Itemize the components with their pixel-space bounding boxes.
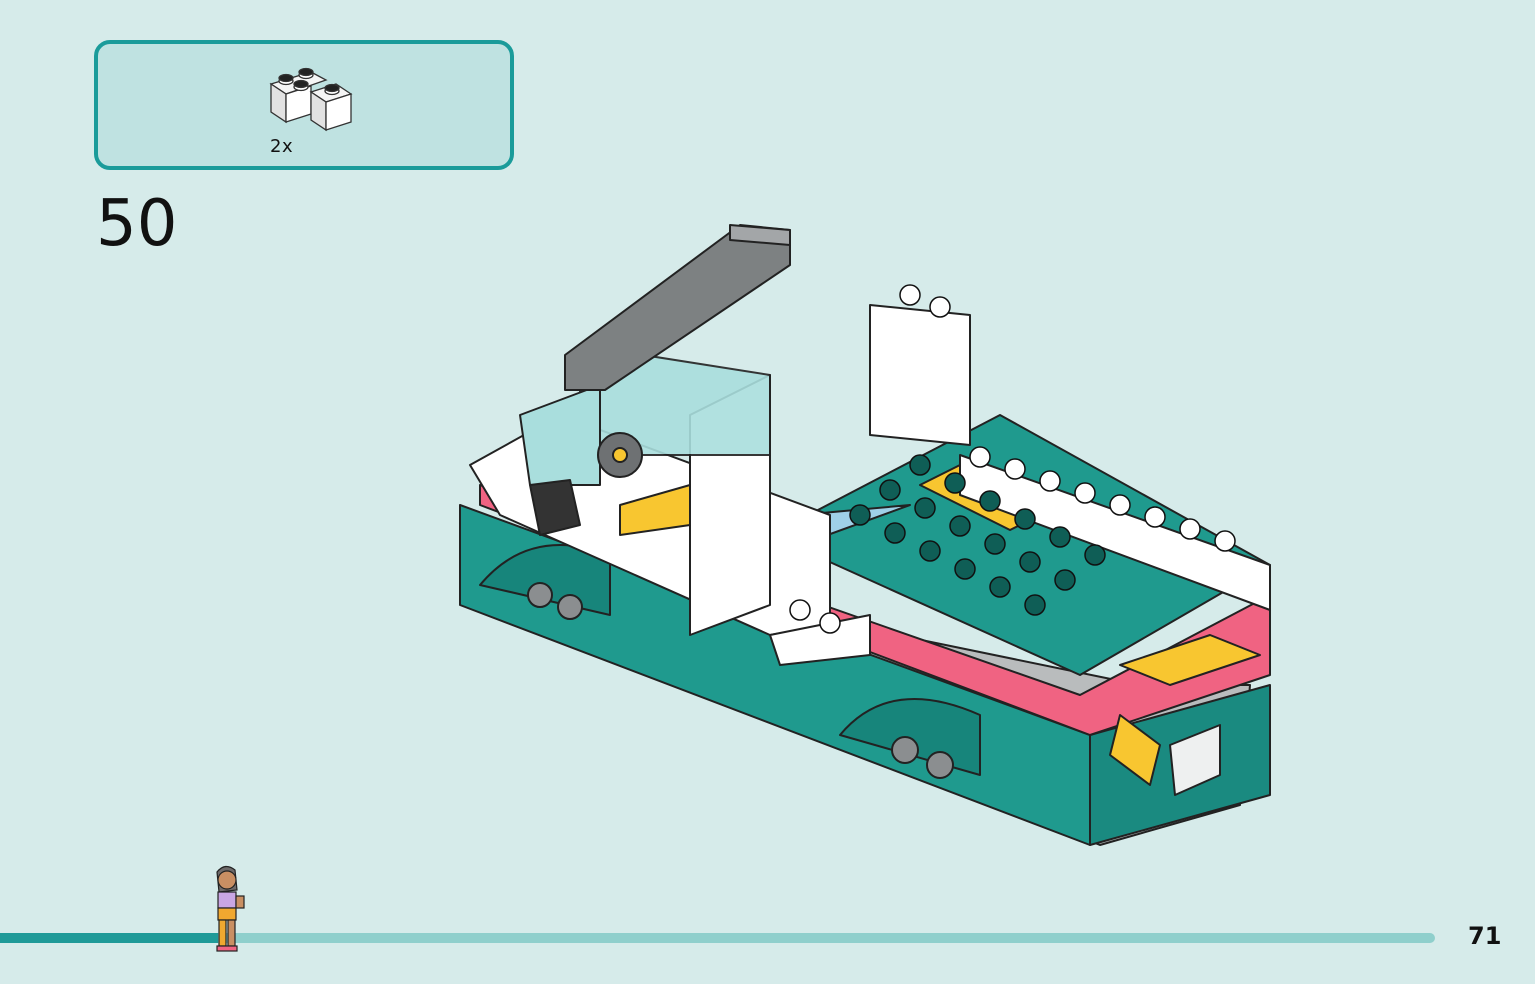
progress-bar-fill <box>0 933 219 943</box>
part-quantity: 2x <box>270 136 294 157</box>
progress-bar-track <box>0 933 1435 943</box>
white-corner-brick-icon <box>269 67 353 132</box>
minifigure-progress-icon <box>216 865 245 952</box>
parts-callout-box: 2x <box>94 40 514 170</box>
vehicle-model-illustration <box>459 224 1271 846</box>
step-number: 50 <box>96 187 178 261</box>
page-number: 71 <box>1468 922 1502 950</box>
